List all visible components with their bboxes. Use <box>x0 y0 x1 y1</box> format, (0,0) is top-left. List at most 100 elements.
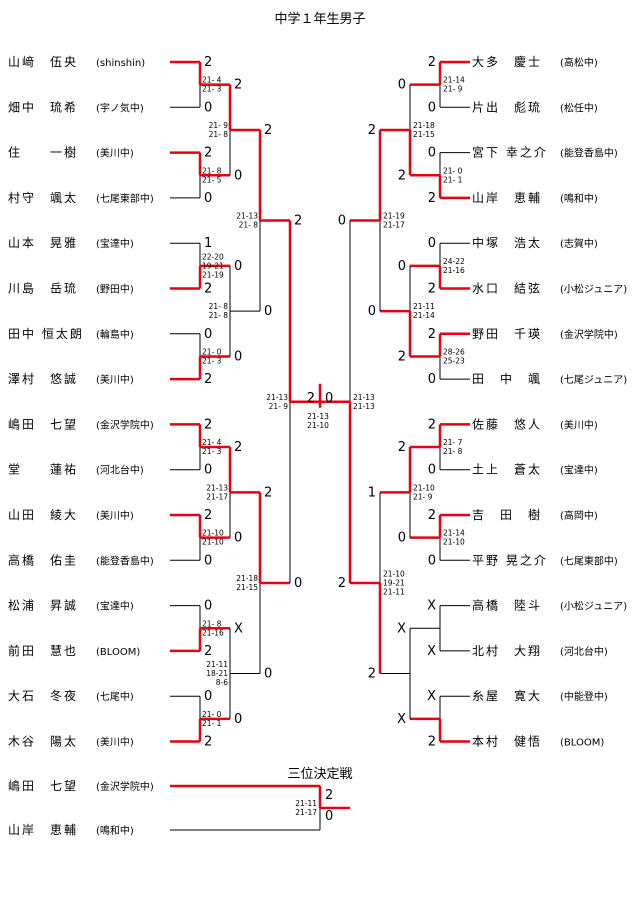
player-score: 0 <box>428 372 436 387</box>
player-name: 高橋 佑圭 <box>8 552 78 567</box>
player-name: 山岸 恵輔 <box>472 191 542 205</box>
player-name: 本村 健悟 <box>472 734 542 749</box>
third-score: 0 <box>325 809 333 824</box>
player-score: 2 <box>264 123 272 138</box>
game-score: 21- 9 <box>269 402 289 411</box>
player-score: 2 <box>428 417 436 432</box>
player-score: 2 <box>264 485 272 500</box>
player-score: X <box>427 644 436 659</box>
game-score: 21-11 <box>206 660 228 669</box>
player-score: 2 <box>428 282 436 297</box>
game-score: 21-14 <box>413 311 435 320</box>
player-team: (BLOOM) <box>560 738 604 749</box>
player-score: 2 <box>204 282 212 297</box>
final-score: 2 <box>307 391 315 406</box>
game-score: 21-13 <box>236 212 258 221</box>
game-score: 21- 8 <box>202 166 222 175</box>
player-score: 2 <box>294 214 302 229</box>
player-name: 大石 冬夜 <box>8 688 78 703</box>
game-score: 21- 3 <box>202 447 222 456</box>
player-team: (shinshin) <box>96 58 145 69</box>
player-team: (美川中) <box>560 418 598 431</box>
final-score: 0 <box>325 391 333 406</box>
player-name: 北村 大翔 <box>472 644 542 658</box>
game-score: 21-15 <box>236 583 258 592</box>
player-team: (高岡中) <box>560 509 598 522</box>
player-score: 0 <box>204 599 212 614</box>
player-team: (美川中) <box>96 736 134 749</box>
player-score: 0 <box>264 304 272 319</box>
player-name: 佐藤 悠人 <box>472 416 542 431</box>
player-name: 宮下 幸之介 <box>472 145 548 160</box>
player-name: 水口 結弦 <box>472 281 542 296</box>
player-score: 0 <box>234 259 242 274</box>
game-score: 21- 8 <box>239 221 259 230</box>
player-team: (美川中) <box>96 509 134 522</box>
game-score: 18-21 <box>206 669 228 678</box>
game-score: 21-18 <box>236 574 258 583</box>
player-score: X <box>397 712 406 727</box>
game-score: 21- 0 <box>202 710 222 719</box>
game-score: 19-21 <box>202 261 224 270</box>
player-score: 0 <box>204 100 212 115</box>
player-score: 0 <box>428 236 436 251</box>
player-team: (宝達中) <box>96 600 134 613</box>
player-score: 0 <box>204 327 212 342</box>
player-score: 2 <box>204 508 212 523</box>
player-name: 中塚 浩太 <box>472 235 542 250</box>
player-team: (七尾東部中) <box>560 554 618 567</box>
player-score: 2 <box>234 78 242 93</box>
player-score: 0 <box>204 463 212 478</box>
game-score: 21-19 <box>383 212 405 221</box>
game-score: 21-16 <box>202 628 224 637</box>
player-team: (松任中) <box>560 101 598 114</box>
player-score: X <box>427 689 436 704</box>
player-team: (志賀中) <box>560 237 598 250</box>
player-score: 0 <box>398 531 406 546</box>
player-score: 0 <box>234 349 242 364</box>
player-score: 1 <box>368 485 376 500</box>
game-score: 21-13 <box>353 393 375 402</box>
player-name: 野田 千瑛 <box>472 327 542 341</box>
player-name: 吉 田 樹 <box>472 508 542 522</box>
game-score: 21- 9 <box>413 492 433 501</box>
player-team: (宇ノ気中) <box>96 101 144 114</box>
game-score: 22-20 <box>202 252 224 261</box>
player-score: 0 <box>204 689 212 704</box>
player-score: 0 <box>398 78 406 93</box>
game-score: 21-13 <box>307 412 329 421</box>
player-team: (小松ジュニア) <box>560 600 627 613</box>
game-score: 21-15 <box>413 130 435 139</box>
game-score: 21- 0 <box>443 166 463 175</box>
player-team: (河北台中) <box>96 464 144 477</box>
game-score: 21-10 <box>383 569 405 578</box>
game-score: 21- 8 <box>202 619 222 628</box>
player-score: 2 <box>398 349 406 364</box>
game-score: 21-13 <box>206 483 228 492</box>
player-name: 片出 彪琉 <box>472 100 542 114</box>
game-score: 21-13 <box>353 402 375 411</box>
third-score: 2 <box>325 788 333 803</box>
game-score: 21- 0 <box>202 347 222 356</box>
game-score: 21-10 <box>202 538 224 547</box>
player-team: (七尾ジュニア) <box>560 374 627 386</box>
player-name: 土上 蒼太 <box>472 462 542 477</box>
player-name: 堂 蓮祐 <box>8 463 78 477</box>
player-score: 0 <box>398 259 406 274</box>
player-score: 2 <box>398 440 406 455</box>
bracket-lines <box>170 60 470 831</box>
player-score: X <box>397 621 406 636</box>
player-score: 0 <box>428 146 436 161</box>
game-score: 21-10 <box>413 483 435 492</box>
third-place-label: 三位決定戦 <box>287 767 352 782</box>
game-score: 21- 7 <box>443 438 463 447</box>
player-score: 2 <box>428 735 436 750</box>
player-team: (宝達中) <box>96 237 134 250</box>
page-title: 中学１年生男子 <box>274 11 365 27</box>
player-team: (中能登中) <box>560 690 608 703</box>
game-score: 21- 1 <box>202 719 222 728</box>
player-name: 住 一樹 <box>8 146 78 160</box>
player-name: 山岸 恵輔 <box>8 823 78 837</box>
player-name: 高橋 陸斗 <box>472 598 542 613</box>
